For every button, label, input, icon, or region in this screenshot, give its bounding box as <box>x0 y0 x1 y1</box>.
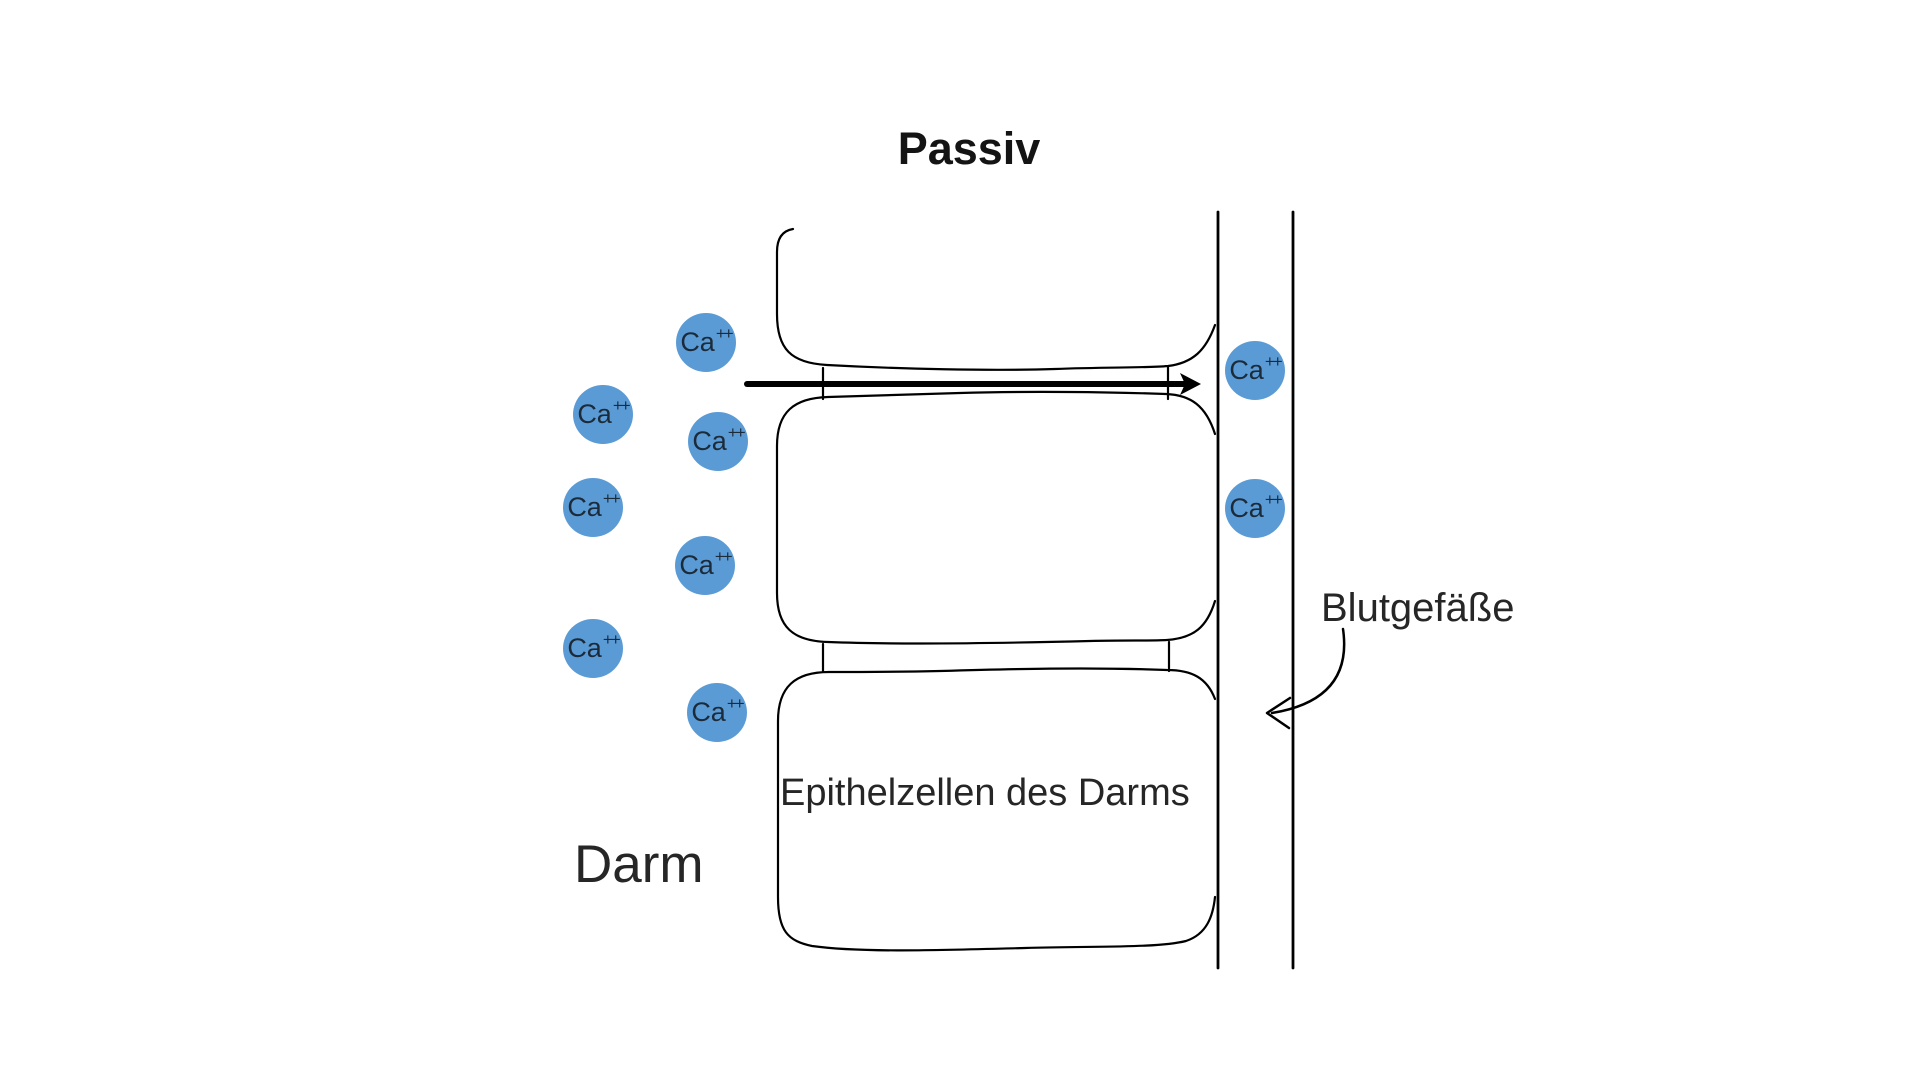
calcium-ion-lumen: Ca++ <box>688 412 748 471</box>
vessel-pointer-arrow-curve <box>1270 627 1346 715</box>
ion-symbol: Ca <box>567 492 602 522</box>
ion-charge: ++ <box>727 423 746 442</box>
vessel-pointer-arrow <box>1265 627 1346 730</box>
vessel-label: Blutgefäße <box>1321 586 1515 630</box>
passive-transport-arrowhead-icon <box>1180 373 1201 395</box>
epithelial-cell-bottom <box>776 667 1217 952</box>
calcium-ion-lumen: Ca++ <box>675 536 735 595</box>
ion-symbol: Ca <box>567 633 602 663</box>
ion-symbol: Ca <box>691 697 726 727</box>
ion-charge: ++ <box>602 489 621 508</box>
epithelium-label: Epithelzellen des Darms <box>780 772 1190 814</box>
ion-symbol: Ca <box>1229 493 1264 523</box>
calcium-ion-lumen: Ca++ <box>563 478 623 537</box>
ion-symbol: Ca <box>692 426 727 456</box>
lumen-label: Darm <box>574 835 704 894</box>
ion-charge: ++ <box>612 396 631 415</box>
ion-charge: ++ <box>715 324 734 343</box>
ion-charge: ++ <box>726 694 745 713</box>
ion-charge: ++ <box>1264 490 1283 509</box>
diagram-title: Passiv <box>897 123 1041 174</box>
blood-vessel <box>1216 210 1295 970</box>
ion-charge: ++ <box>1264 352 1283 371</box>
calcium-ion-lumen: Ca++ <box>676 313 736 372</box>
passive-transport-arrow <box>744 373 1201 395</box>
vessel-pointer-arrowhead-icon <box>1265 696 1292 730</box>
calcium-ion-lumen: Ca++ <box>573 385 633 444</box>
ion-charge: ++ <box>602 630 621 649</box>
ion-symbol: Ca <box>1229 355 1264 385</box>
calcium-ion-blood-vessel: Ca++ <box>1225 479 1285 538</box>
ion-symbol: Ca <box>679 550 714 580</box>
epithelial-cell-middle <box>775 390 1217 645</box>
calcium-ion-blood-vessel: Ca++ <box>1225 341 1285 400</box>
calcium-ion-lumen: Ca++ <box>687 683 747 742</box>
ion-symbol: Ca <box>577 399 612 429</box>
calcium-ion-lumen: Ca++ <box>563 619 623 678</box>
ion-charge: ++ <box>714 547 733 566</box>
ion-symbol: Ca <box>680 327 715 357</box>
